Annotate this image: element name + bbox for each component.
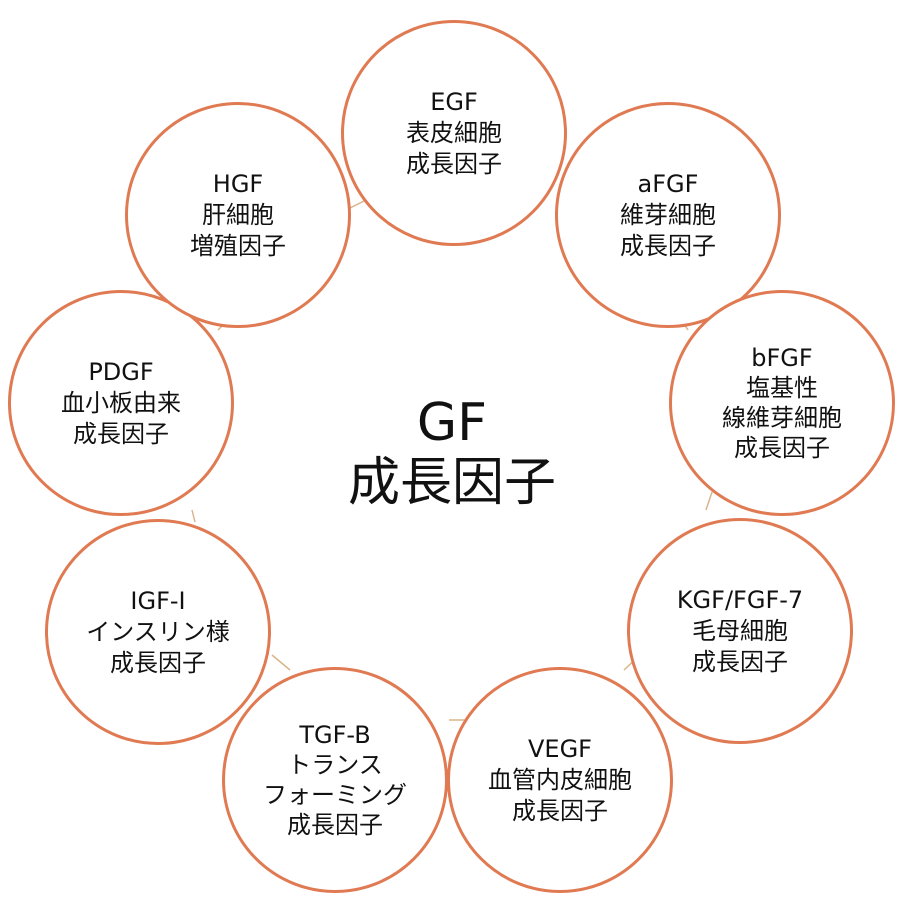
node-vegf-abbrev: VEGF <box>528 734 592 763</box>
node-pdgf: PDGF 血小板由来 成長因子 <box>8 290 234 516</box>
node-egf-name: 表皮細胞 <box>406 118 502 147</box>
node-kgf-abbrev: KGF/FGF-7 <box>676 585 804 614</box>
node-hgf: HGF 肝細胞 増殖因子 <box>125 102 351 328</box>
node-hgf-suffix: 増殖因子 <box>190 231 286 260</box>
node-hgf-name: 肝細胞 <box>202 200 274 229</box>
node-bfgf-name-1: 塩基性 <box>746 374 818 402</box>
node-bfgf-suffix: 成長因子 <box>734 434 830 462</box>
connector-igf-pdgf <box>191 509 196 523</box>
node-igf-name: インスリン様 <box>86 617 230 646</box>
center-title-abbrev: GF <box>416 393 488 453</box>
node-vegf-suffix: 成長因子 <box>512 796 608 825</box>
node-pdgf-name: 血小板由来 <box>61 388 181 417</box>
node-egf-abbrev: EGF <box>430 87 478 116</box>
node-vegf: VEGF 血管内皮細胞 成長因子 <box>447 667 673 893</box>
node-vegf-name: 血管内皮細胞 <box>488 765 632 794</box>
center-title: GF 成長因子 <box>302 393 602 513</box>
node-kgf-name: 毛母細胞 <box>692 616 788 645</box>
node-igf: IGF-I インスリン様 成長因子 <box>45 519 271 745</box>
node-igf-abbrev: IGF-I <box>130 586 186 615</box>
node-bfgf-name-2: 線維芽細胞 <box>722 404 842 432</box>
node-egf: EGF 表皮細胞 成長因子 <box>341 20 567 246</box>
node-kgf-suffix: 成長因子 <box>692 647 788 676</box>
node-kgf: KGF/FGF-7 毛母細胞 成長因子 <box>627 518 853 744</box>
connector-bfgf-kgf <box>705 491 713 511</box>
node-tgfb-abbrev: TGF-B <box>299 721 371 749</box>
node-tgfb-name-1: トランス <box>287 751 383 779</box>
node-tgfb-suffix: 成長因子 <box>287 811 383 839</box>
node-pdgf-abbrev: PDGF <box>88 357 154 386</box>
connector-tgfb-igf <box>271 654 291 671</box>
node-afgf-suffix: 成長因子 <box>620 231 716 260</box>
node-hgf-abbrev: HGF <box>212 169 264 198</box>
node-afgf-abbrev: aFGF <box>637 169 699 198</box>
node-afgf-name: 維芽細胞 <box>620 200 716 229</box>
node-egf-suffix: 成長因子 <box>406 149 502 178</box>
node-tgfb-name-2: フォーミング <box>263 781 407 809</box>
node-bfgf: bFGF 塩基性 線維芽細胞 成長因子 <box>669 290 895 516</box>
node-tgfb: TGF-B トランス フォーミング 成長因子 <box>222 667 448 893</box>
center-title-japanese: 成長因子 <box>347 453 556 513</box>
node-pdgf-suffix: 成長因子 <box>73 419 169 448</box>
node-igf-suffix: 成長因子 <box>110 648 206 677</box>
node-afgf: aFGF 維芽細胞 成長因子 <box>555 102 781 328</box>
node-bfgf-abbrev: bFGF <box>751 344 813 372</box>
